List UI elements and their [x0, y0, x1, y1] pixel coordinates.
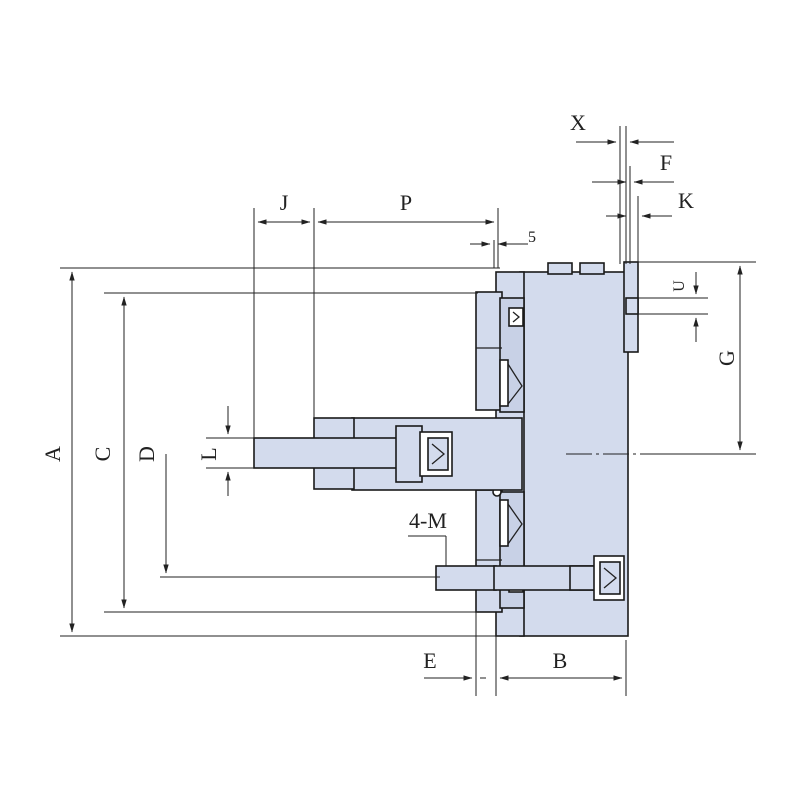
- upper-jaw: [475, 291, 525, 413]
- dimension-labels: A C D L J P 5 X F K U G E B 4-M: [40, 110, 739, 673]
- centre-piston-rod: [253, 417, 523, 491]
- dimension-lines: [60, 126, 756, 696]
- dim-label-5: 5: [528, 229, 536, 246]
- lower-jaw: [475, 487, 525, 613]
- dim-label-x: X: [570, 110, 586, 135]
- dim-label-g: G: [714, 350, 739, 366]
- dim-label-c: C: [90, 447, 115, 462]
- lower-bolt: [435, 555, 625, 601]
- dim-label-p: P: [400, 190, 412, 215]
- dim-label-f: F: [660, 150, 672, 175]
- dim-label-j: J: [280, 190, 289, 215]
- dim-label-b: B: [553, 648, 568, 673]
- dim-label-e: E: [423, 648, 436, 673]
- dim-label-l: L: [196, 447, 221, 460]
- dim-label-4m: 4-M: [409, 508, 447, 533]
- dim-label-k: K: [678, 188, 694, 213]
- dim-label-u: U: [671, 280, 688, 292]
- dim-label-d: D: [134, 446, 159, 462]
- dim-label-a: A: [40, 446, 65, 462]
